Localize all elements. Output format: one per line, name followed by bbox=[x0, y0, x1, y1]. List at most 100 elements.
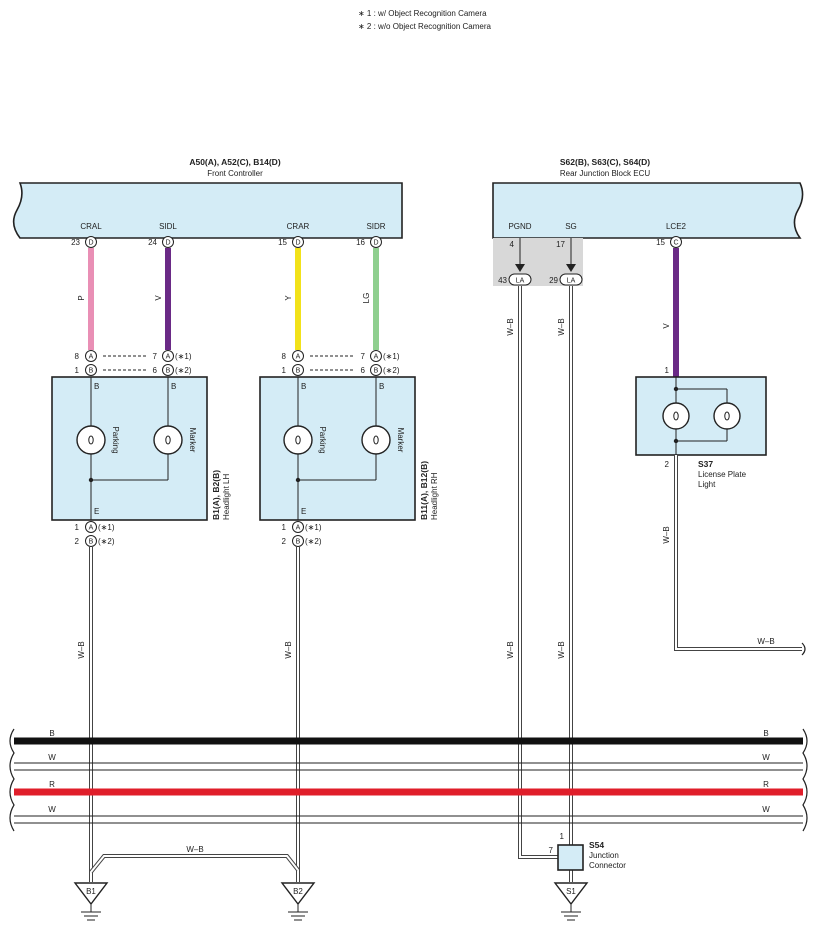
svg-text:LA: LA bbox=[567, 278, 576, 285]
svg-text:B: B bbox=[296, 368, 301, 375]
pin-sg-la: 29 LA bbox=[549, 273, 583, 286]
svg-text:D: D bbox=[88, 240, 93, 247]
svg-text:Marker: Marker bbox=[396, 428, 405, 453]
bus-label-2-left: W bbox=[48, 753, 56, 762]
license-plate-light: 1 2 S37 License Plate Light bbox=[635, 366, 767, 489]
svg-text:(∗2): (∗2) bbox=[98, 537, 115, 546]
svg-text:29: 29 bbox=[549, 276, 558, 285]
bus-label-2-right: W bbox=[762, 753, 770, 762]
bus-label-1-right: B bbox=[763, 729, 768, 738]
pin-sidr: 16 D bbox=[356, 236, 382, 248]
svg-text:B2: B2 bbox=[293, 887, 303, 896]
pin-label-crar: CRAR bbox=[287, 222, 310, 231]
rear-ecu-code: S62(B), S63(C), S64(D) bbox=[560, 157, 650, 167]
bus-label-4-right: W bbox=[762, 805, 770, 814]
svg-text:1: 1 bbox=[665, 366, 670, 375]
front-controller-name: Front Controller bbox=[207, 169, 263, 178]
svg-text:1: 1 bbox=[282, 366, 287, 375]
svg-text:6: 6 bbox=[153, 366, 158, 375]
headlight-rh-name: Headlight RH bbox=[430, 472, 439, 520]
svg-text:A: A bbox=[296, 525, 301, 532]
pin-label-cral: CRAL bbox=[80, 222, 102, 231]
license-ground-wire bbox=[674, 455, 802, 651]
svg-text:D: D bbox=[295, 240, 300, 247]
wire-color-lce2: V bbox=[662, 323, 671, 329]
svg-text:E: E bbox=[94, 507, 99, 516]
bus-lines bbox=[9, 728, 808, 832]
pin-label-lce2: LCE2 bbox=[666, 222, 687, 231]
svg-text:B: B bbox=[374, 368, 379, 375]
parking-bulb-icon bbox=[76, 425, 106, 455]
svg-text:B: B bbox=[171, 382, 176, 391]
svg-text:2: 2 bbox=[282, 537, 287, 546]
svg-text:B: B bbox=[379, 382, 384, 391]
ground-s1-icon: S1 bbox=[553, 882, 589, 921]
svg-text:2: 2 bbox=[75, 537, 80, 546]
svg-text:23: 23 bbox=[71, 238, 80, 247]
svg-text:(∗2): (∗2) bbox=[305, 537, 322, 546]
svg-text:43: 43 bbox=[498, 276, 507, 285]
pin-crar: 15 D bbox=[278, 236, 304, 248]
svg-text:A: A bbox=[374, 354, 379, 361]
rear-ground-wires bbox=[518, 286, 573, 882]
svg-text:15: 15 bbox=[278, 238, 287, 247]
svg-text:D: D bbox=[165, 240, 170, 247]
pin-cral: 23 D bbox=[71, 236, 97, 248]
parking-bulb-icon bbox=[283, 425, 313, 455]
svg-text:15: 15 bbox=[656, 238, 665, 247]
wire-lh-ground-label: W–B bbox=[77, 641, 86, 658]
wire-bridge-label: W–B bbox=[186, 845, 203, 854]
bus-label-4-left: W bbox=[48, 805, 56, 814]
headlight-lh: 8 A 7 A (∗1) 1 B 6 B (∗2) B B Parking bbox=[51, 350, 231, 547]
svg-text:B: B bbox=[94, 382, 99, 391]
svg-text:D: D bbox=[373, 240, 378, 247]
front-controller-box bbox=[12, 182, 403, 239]
front-controller-code: A50(A), A52(C), B14(D) bbox=[189, 157, 280, 167]
svg-text:1: 1 bbox=[560, 832, 565, 841]
svg-text:7: 7 bbox=[153, 352, 158, 361]
svg-text:7: 7 bbox=[549, 846, 554, 855]
svg-text:16: 16 bbox=[356, 238, 365, 247]
svg-text:B: B bbox=[301, 382, 306, 391]
svg-text:Parking: Parking bbox=[318, 426, 327, 453]
svg-text:Parking: Parking bbox=[111, 426, 120, 453]
rear-ecu-name: Rear Junction Block ECU bbox=[560, 169, 650, 178]
wire-sg-label-top: W–B bbox=[557, 318, 566, 335]
svg-text:B: B bbox=[89, 368, 94, 375]
pin-lce2: 15 C bbox=[656, 236, 682, 248]
svg-text:(∗1): (∗1) bbox=[175, 352, 192, 361]
pin-sidl: 24 D bbox=[148, 236, 174, 248]
svg-text:2: 2 bbox=[665, 460, 670, 469]
svg-text:B1: B1 bbox=[86, 887, 96, 896]
svg-text:1: 1 bbox=[75, 366, 80, 375]
svg-text:E: E bbox=[301, 507, 306, 516]
svg-text:LA: LA bbox=[516, 278, 525, 285]
license-bulb-1-icon bbox=[662, 402, 690, 430]
wire-license-label: W–B bbox=[662, 526, 671, 543]
svg-text:8: 8 bbox=[75, 352, 80, 361]
svg-text:(∗2): (∗2) bbox=[383, 366, 400, 375]
wire-continuation-label: W–B bbox=[757, 637, 774, 646]
junction-name1: Junction bbox=[589, 851, 619, 860]
svg-text:B: B bbox=[296, 539, 301, 546]
svg-text:(∗1): (∗1) bbox=[305, 523, 322, 532]
headlight-rh-code: B11(A), B12(B) bbox=[419, 461, 429, 520]
rear-ecu-box bbox=[492, 182, 804, 239]
junction-code: S54 bbox=[589, 840, 604, 850]
ground-b2-icon: B2 bbox=[280, 882, 316, 921]
junction-name2: Connector bbox=[589, 861, 626, 870]
svg-text:8: 8 bbox=[282, 352, 287, 361]
svg-text:A: A bbox=[89, 354, 94, 361]
pin-label-sg: SG bbox=[565, 222, 577, 231]
svg-text:S1: S1 bbox=[566, 887, 576, 896]
svg-text:24: 24 bbox=[148, 238, 157, 247]
marker-bulb-icon bbox=[153, 425, 183, 455]
junction-connector: 1 7 S54 Junction Connector bbox=[549, 832, 626, 871]
svg-text:(∗1): (∗1) bbox=[98, 523, 115, 532]
headlight-lh-code: B1(A), B2(B) bbox=[211, 470, 221, 520]
svg-text:1: 1 bbox=[282, 523, 287, 532]
headlight-rh: 8 A 7 A (∗1) 1 B 6 B (∗2) B B Parking bbox=[259, 350, 439, 547]
ground-b1-icon: B1 bbox=[73, 882, 109, 921]
svg-text:(∗2): (∗2) bbox=[175, 366, 192, 375]
